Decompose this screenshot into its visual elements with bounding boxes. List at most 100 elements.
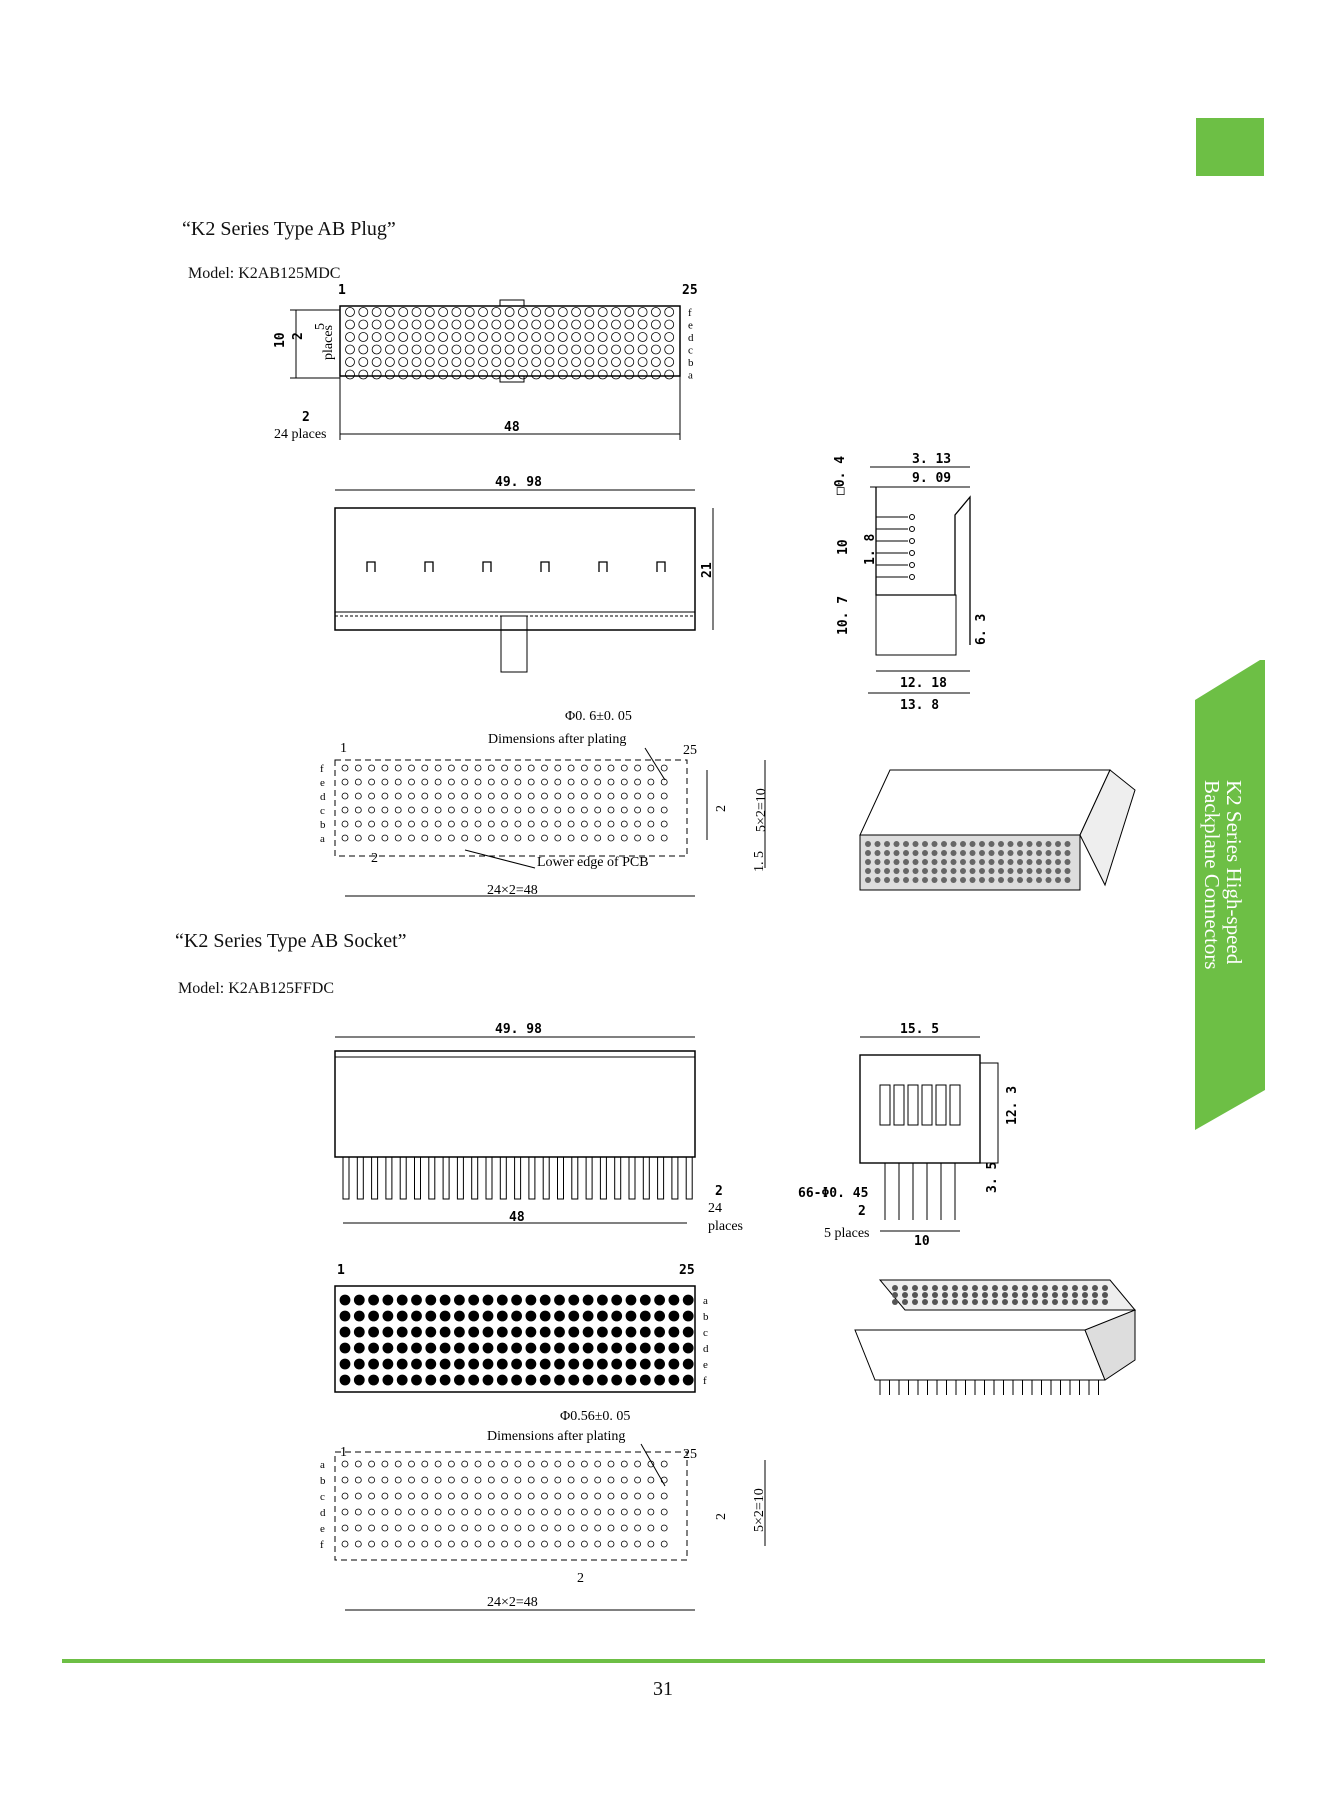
hole	[539, 1342, 551, 1354]
hole	[682, 1294, 694, 1306]
iso-hole	[1064, 850, 1071, 856]
socket-top-pin-last: 25	[679, 1263, 695, 1278]
hole	[580, 1524, 588, 1532]
iso-hole	[941, 868, 947, 874]
plug-top-row-label: b	[688, 357, 694, 369]
hole	[501, 806, 509, 814]
socket-pin	[442, 1156, 450, 1200]
hole	[487, 1460, 495, 1468]
hole	[625, 1310, 637, 1322]
hole	[368, 1342, 379, 1354]
hole	[660, 1460, 668, 1468]
hole	[511, 1326, 523, 1338]
hole	[411, 1326, 422, 1338]
hole	[434, 834, 442, 842]
hole	[478, 357, 488, 367]
side-tab-background	[1195, 660, 1265, 1130]
hole	[517, 307, 528, 317]
hole	[594, 834, 602, 842]
hole	[394, 1460, 402, 1468]
hole	[639, 1294, 651, 1306]
hole	[381, 764, 389, 772]
hole	[368, 764, 375, 772]
iso-hole	[950, 877, 957, 883]
iso-hole	[942, 1299, 948, 1305]
hole	[482, 1374, 494, 1386]
hole	[607, 806, 615, 814]
hole	[620, 820, 628, 828]
hole	[501, 792, 509, 800]
iso-hole	[1102, 1285, 1108, 1291]
hole	[639, 1326, 651, 1338]
iso-hole	[922, 877, 928, 883]
hole	[341, 820, 349, 828]
hole	[514, 1476, 522, 1484]
hole	[660, 1492, 668, 1500]
hole	[487, 1508, 495, 1516]
hole	[567, 764, 575, 772]
hole	[453, 1310, 465, 1322]
iso-hole	[1032, 1299, 1038, 1305]
plug-side-pins	[876, 514, 915, 580]
hole	[368, 834, 375, 842]
iso-hole	[1026, 850, 1033, 856]
hole	[461, 1524, 469, 1532]
hole	[487, 778, 495, 786]
socket-pcb-row-label: c	[320, 1491, 325, 1503]
hole	[527, 806, 535, 814]
hole	[353, 1326, 365, 1338]
hole	[425, 1358, 437, 1370]
hole	[368, 1476, 375, 1484]
hole	[424, 344, 435, 355]
socket-front-pitch: 2	[715, 1184, 723, 1199]
hole	[396, 1310, 408, 1322]
iso-hole	[1002, 1299, 1008, 1305]
hole	[478, 332, 488, 342]
hole	[439, 1342, 451, 1354]
hole	[525, 1342, 537, 1354]
iso-hole	[960, 850, 966, 856]
hole	[424, 307, 435, 317]
plug-pcb-row-label: a	[320, 833, 325, 845]
socket-front-dim48: 48	[509, 1210, 525, 1225]
hole	[504, 307, 515, 317]
hole	[607, 1492, 615, 1500]
hole	[434, 1524, 442, 1532]
socket-pcb-row-label: e	[320, 1523, 325, 1535]
iso-hole	[1064, 868, 1071, 874]
hole	[464, 332, 475, 342]
hole	[394, 806, 402, 814]
hole	[582, 1342, 594, 1354]
hole	[654, 1310, 666, 1322]
iso-hole	[979, 850, 985, 856]
iso-hole	[922, 850, 928, 856]
front-mark	[424, 561, 434, 572]
hole	[447, 834, 455, 842]
plug-pcb-row-label: f	[320, 763, 324, 775]
iso-hole	[1002, 1292, 1008, 1298]
hole	[394, 820, 402, 828]
hole	[371, 357, 382, 367]
plug-front-view: 49. 98 21	[334, 475, 715, 673]
hole	[607, 1524, 615, 1532]
iso-hole	[1062, 1292, 1068, 1298]
hole	[385, 319, 395, 330]
socket-pin	[657, 1156, 665, 1200]
hole	[421, 834, 429, 842]
plug-model: Model: K2AB125MDC	[188, 265, 341, 282]
iso-hole	[942, 1285, 948, 1291]
hole	[514, 778, 522, 786]
hole	[580, 834, 588, 842]
iso-hole	[892, 1285, 898, 1291]
iso-hole	[982, 1299, 988, 1305]
hole	[624, 344, 635, 355]
plug-top-dim-10: 10	[273, 332, 288, 348]
iso-hole	[902, 1285, 908, 1291]
iso-hole	[941, 859, 947, 865]
hole	[482, 1358, 494, 1370]
hole	[478, 307, 488, 317]
iso-hole	[1055, 841, 1061, 847]
hole	[394, 1476, 402, 1484]
hole	[511, 1374, 523, 1386]
hole	[541, 764, 548, 772]
